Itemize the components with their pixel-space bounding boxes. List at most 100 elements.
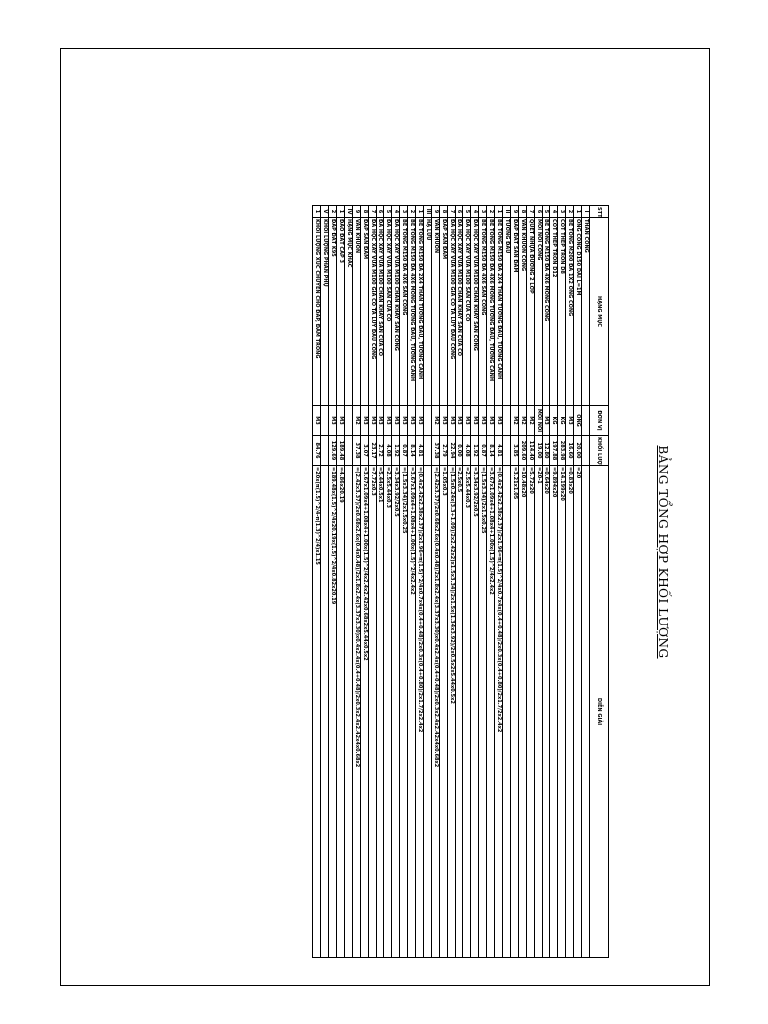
cell-unit: M3 xyxy=(439,405,448,436)
cell-stt: 1 xyxy=(573,205,582,218)
cell-stt: I xyxy=(581,205,590,218)
cell-quantity: 189.48 xyxy=(336,435,345,466)
cell-unit: M3 xyxy=(486,405,495,436)
cell-stt: 1 xyxy=(312,205,321,218)
cell-item: ĐẮP ĐẤT SAN ĐẦM xyxy=(510,217,519,406)
cell-unit: M2 xyxy=(431,405,440,436)
cell-unit: M3 xyxy=(391,405,400,436)
cell-stt: 5 xyxy=(383,205,392,218)
cell-item: BÊ TÔNG M150 ĐÁ 4X6 SÂN CỐNG xyxy=(478,217,487,406)
cell-item: ĐÁ HỘC XÂY VỮA M100 SÂN CỬA CỐ xyxy=(383,217,392,406)
cell-unit: M3 xyxy=(368,405,377,436)
cell-stt: 7 xyxy=(368,205,377,218)
cell-unit: M2 xyxy=(518,405,527,436)
header-stt: STT xyxy=(589,205,609,218)
header-unit: ĐƠN VỊ xyxy=(589,405,609,436)
cell-stt: 7 xyxy=(526,205,535,218)
cell-item: TƯỜNG ĐẦU xyxy=(502,217,511,406)
cell-stt: II xyxy=(502,205,511,218)
cell-stt: 8 xyxy=(360,205,369,218)
cell-formula: =(1.5x3.34)/2x1.5x0.25 xyxy=(478,465,487,958)
cell-formula: =(0.4x2.42x2.38x2.37)/2x1.96=π(1.5)^2/4x… xyxy=(494,465,503,958)
cell-item: BÊ TÔNG M150 ĐÁ 4X6 MÓNG CỐNG xyxy=(542,217,550,406)
cell-quantity xyxy=(423,435,432,466)
cell-item: MỐI NỐI CỐNG xyxy=(534,217,543,406)
cell-formula xyxy=(320,465,329,958)
cell-stt: 5 xyxy=(463,205,471,218)
cell-item: ĐÀO ĐẤT CẤP 3 xyxy=(336,217,345,406)
cell-stt: 2 xyxy=(407,205,416,218)
cell-formula: =(0.4x2.42x2.38x2.37)/2x1.96=π(1.5)^2/4x… xyxy=(415,465,424,958)
cell-quantity: 84.76 xyxy=(312,435,321,466)
cell-item: ĐẮP SAN ĐẦM xyxy=(439,217,448,406)
cell-unit xyxy=(502,405,511,436)
cell-formula: =189.48x(1.5)^2/4x20.19x(1.5)^2/4x0.82x2… xyxy=(328,465,337,958)
cell-formula: =10.48x20 xyxy=(518,465,527,958)
cell-formula: =3.67x1.09x4+1.08x4+1.00x(1.5)^2/4x2.4x2 xyxy=(407,465,416,958)
cell-quantity: 4.81 xyxy=(415,435,424,466)
cell-item: ĐẮP ĐẤT K95 xyxy=(328,217,337,406)
cell-unit: M2 xyxy=(526,405,535,436)
cell-stt: 6 xyxy=(376,205,384,218)
cell-formula: =(1.5x0.24x(3.3+1.09)/2x2.42x2)x1.5x3.34… xyxy=(447,465,456,958)
drawing-frame xyxy=(60,48,710,986)
cell-unit: M3 xyxy=(494,405,503,436)
cell-formula: =(1.5x3.34)/2x1.5x0.25 xyxy=(399,465,408,958)
cell-quantity: 16.60 xyxy=(565,435,574,466)
cell-quantity: 1.92 xyxy=(391,435,400,466)
cell-stt: 8 xyxy=(439,205,448,218)
cell-quantity: 37.38 xyxy=(352,435,361,466)
quantity-sheet: STT HẠNG MỤC ĐƠN VỊ KHỐI LƯỢNG DIỄN GIẢI… xyxy=(149,205,609,958)
cell-formula xyxy=(423,465,432,958)
cell-stt: 9 xyxy=(510,205,519,218)
cell-formula: =7.72x0.3 xyxy=(368,465,377,958)
cell-stt: 7 xyxy=(447,205,456,218)
cell-quantity: 4.81 xyxy=(494,435,503,466)
cell-stt: 1 xyxy=(415,205,424,218)
cell-unit: M3 xyxy=(455,405,463,436)
cell-quantity: 0.87 xyxy=(399,435,408,466)
cell-quantity: 12.80 xyxy=(542,435,550,466)
cell-quantity: 2.72 xyxy=(376,435,384,466)
cell-unit: M3 xyxy=(447,405,456,436)
cell-item: ĐÁ HỘC XÂY VỮA M100 CHÂN KHAY SÂN CỬA CỐ xyxy=(455,217,463,406)
cell-item: BÊ TÔNG M150 ĐÁ 2X4 THÂN TƯỜNG ĐẦU, TƯỜN… xyxy=(415,217,424,406)
cell-stt: 9 xyxy=(352,205,361,218)
cell-stt: 2 xyxy=(565,205,574,218)
cell-unit: M3 xyxy=(336,405,345,436)
cell-item: ĐÁ HỘC XÂY VỮA M100 GIA CỐ TA LUY ĐẦU CỐ… xyxy=(368,217,377,406)
cell-item: CỐT THÉP TRÒN D12 xyxy=(549,217,558,406)
cell-stt: 4 xyxy=(470,205,479,218)
cell-quantity: 114.40 xyxy=(526,435,535,466)
cell-item: ĐẮP SAN ĐẦM xyxy=(360,217,369,406)
cell-unit xyxy=(320,405,329,436)
cell-item: BÊ TÔNG M150 ĐÁ 4X6 MÓNG TƯỜNG ĐẦU, TƯỜN… xyxy=(486,217,495,406)
cell-stt: 1 xyxy=(336,205,345,218)
cell-item: BÊ TÔNG M200 ĐÁ 1X2 ỐNG CỐNG xyxy=(565,217,574,406)
cell-item: CỐT THÉP TRÒN D8 xyxy=(557,217,566,406)
cell-stt: 1 xyxy=(494,205,503,218)
cell-stt: 5 xyxy=(542,205,550,218)
cell-item: ỐNG CỐNG D150 DÀI L=1M xyxy=(573,217,582,406)
cell-stt: 3 xyxy=(478,205,487,218)
cell-quantity xyxy=(320,435,329,466)
cell-stt: 3 xyxy=(399,205,408,218)
